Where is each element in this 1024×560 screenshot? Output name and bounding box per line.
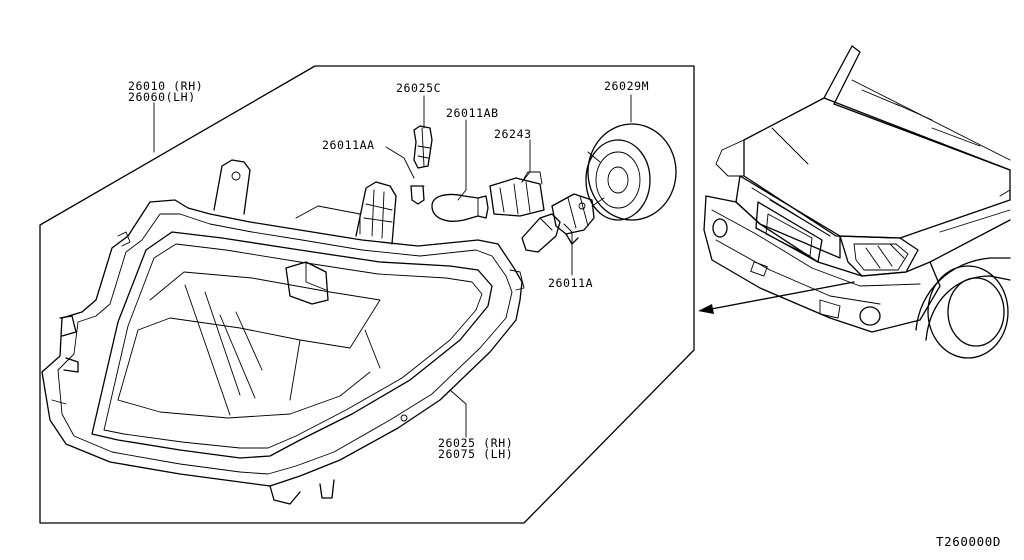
label-26243: 26243 — [494, 127, 532, 141]
location-pointer-arrow — [698, 281, 855, 314]
label-26029M: 26029M — [604, 79, 649, 93]
leader-lines — [153, 94, 632, 438]
label-26060-lh: 26060(LH) — [128, 90, 196, 104]
label-26010-rh: 26010 (RH) — [128, 79, 203, 93]
wedge-bulb-26011AA — [410, 185, 425, 205]
socket-26243 — [489, 171, 545, 217]
label-26011A: 26011A — [548, 276, 593, 290]
dust-cap-26029M — [585, 123, 677, 221]
halogen-bulb-26011A — [521, 193, 595, 253]
label-26011AA: 26011AA — [322, 138, 375, 152]
vehicle-front-view — [703, 45, 1011, 359]
socket-26025C — [413, 125, 433, 169]
label-26011AB: 26011AB — [446, 106, 499, 120]
headlamp-assembly — [41, 159, 525, 505]
label-26075-lh: 26075 (LH) — [438, 447, 513, 461]
bulb-26011AB — [431, 193, 489, 222]
exploded-view-frame — [39, 65, 695, 524]
label-26025C: 26025C — [396, 81, 441, 95]
diagram-code: T260000D — [936, 534, 1001, 549]
label-26025-rh: 26025 (RH) — [438, 436, 513, 450]
